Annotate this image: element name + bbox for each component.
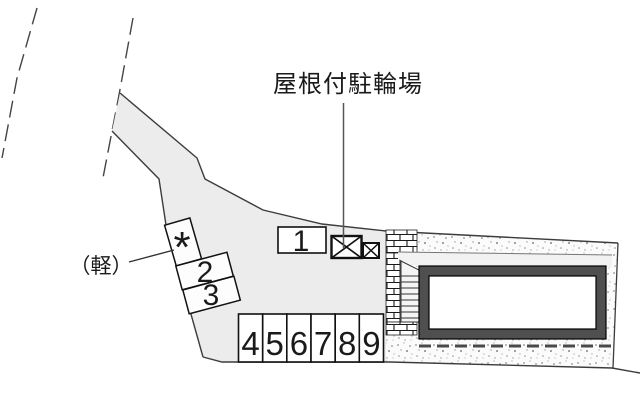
gravel-right-edge [612, 242, 619, 369]
parking-space-7-number: 7 [314, 325, 332, 362]
brick-wall-column [385, 252, 401, 323]
parking-space-1 [277, 226, 327, 254]
bicycle-shed-icon-large [330, 234, 363, 260]
parking-space-9-number: 9 [362, 325, 380, 362]
brick-wall-top [385, 229, 418, 254]
bicycle-shed-icon-small [362, 242, 380, 259]
lot-area [112, 93, 386, 362]
bicycle-parking-label: 屋根付駐輪場 [273, 71, 423, 98]
parking-space-3 [181, 275, 242, 315]
road-dashed-line-right [101, 17, 134, 184]
parking-space-4 [237, 313, 264, 363]
parking-space-8-number: 8 [338, 325, 356, 362]
kei-leader-line [128, 249, 175, 263]
parking-space-5-number: 5 [266, 325, 284, 362]
parking-space-4-number: 4 [241, 325, 259, 362]
parking-space-6 [285, 313, 312, 363]
building-interior [428, 275, 597, 330]
kei-space-asterisk: * [173, 223, 190, 272]
parking-space-2-number: 2 [197, 256, 214, 289]
parking-space-6-number: 6 [290, 325, 308, 362]
lot-boundary-bottom [202, 356, 640, 374]
stairs-treads [401, 275, 419, 319]
walkway-band-edge [397, 251, 613, 256]
parking-space-1-number: 1 [293, 225, 310, 258]
kei-car-label: （軽） [70, 255, 133, 278]
road-dashed-line-left [1, 7, 38, 159]
stairs [400, 260, 420, 323]
walkway-band [398, 252, 612, 267]
parking-space-9 [358, 313, 385, 363]
brick-wall-bottom [385, 321, 418, 336]
parking-space-5 [261, 313, 288, 363]
parking-row-bottom: 4 5 6 7 8 9 [237, 313, 385, 363]
parking-space-3-number: 3 [203, 279, 220, 312]
